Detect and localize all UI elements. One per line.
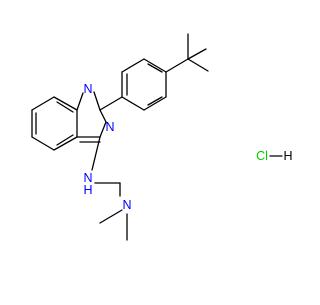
bond-9 — [76, 92, 84, 111]
bond-17 — [121, 58, 145, 73]
bond-24 — [147, 96, 163, 106]
bond-2 — [53, 136, 78, 151]
atom-label-n1: N — [83, 82, 92, 96]
bond-18 — [143, 58, 167, 73]
bond-10 — [93, 91, 101, 111]
atom-label-n3: N — [105, 120, 114, 134]
atom-label-hcl-h: H — [283, 149, 292, 163]
bond-8 — [56, 101, 74, 113]
bond-32 — [99, 209, 123, 224]
atom-label-nh-n: N — [83, 171, 92, 185]
bond-4 — [53, 96, 78, 111]
atom-label-hcl-cl: Cl — [256, 149, 268, 163]
structure-canvas: N N N H N Cl H — [31, 33, 293, 241]
molecule-diagram: N N N H N Cl H — [31, 33, 293, 241]
atom-label-nh-h: H — [83, 183, 92, 197]
bond-29 — [91, 136, 101, 171]
bond-12 — [99, 121, 107, 138]
bond-15 — [99, 96, 123, 111]
bond-7 — [56, 134, 74, 146]
bond-5 — [31, 96, 55, 111]
bond-11 — [99, 109, 107, 123]
atom-label-nme2: N — [122, 198, 131, 212]
bond-23 — [147, 63, 163, 73]
bond-25 — [165, 58, 189, 73]
bonds — [31, 33, 283, 241]
bond-20 — [143, 96, 167, 111]
bond-21 — [121, 96, 145, 111]
bond-28 — [187, 58, 209, 72]
bond-27 — [187, 48, 207, 60]
bond-1 — [31, 136, 55, 151]
